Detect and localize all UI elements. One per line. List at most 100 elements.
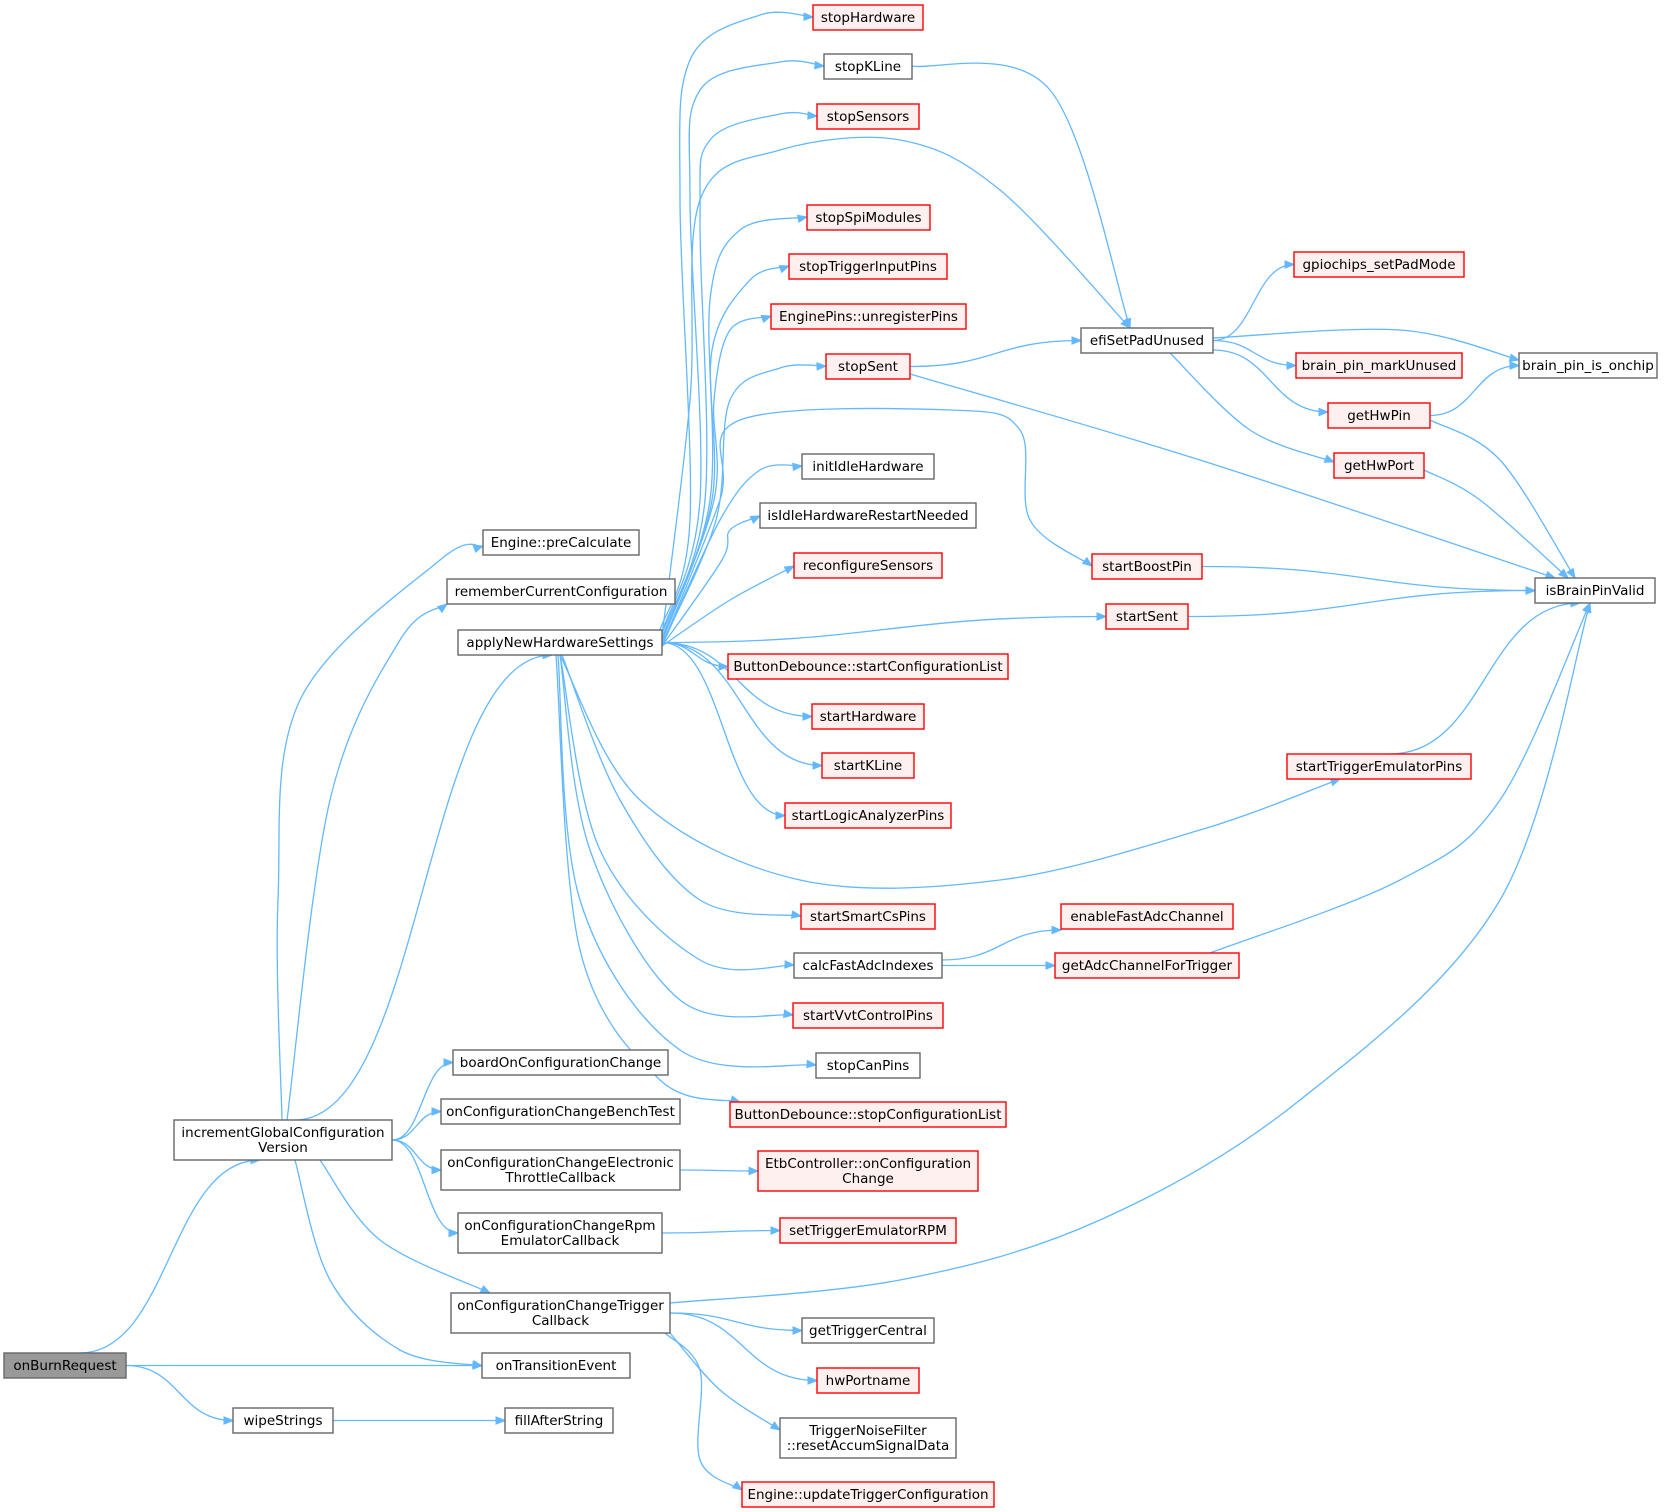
node-Engine_updateTriggerConfiguration[interactable]: Engine::updateTriggerConfiguration [741, 1481, 995, 1508]
node-box[interactable] [504, 1407, 614, 1434]
node-hwPortname[interactable]: hwPortname [816, 1367, 920, 1394]
node-box[interactable] [1060, 903, 1234, 930]
node-box[interactable] [1518, 352, 1658, 379]
node-startHardware[interactable]: startHardware [811, 703, 925, 730]
node-isIdleHardwareRestartNeeded[interactable]: isIdleHardwareRestartNeeded [759, 502, 977, 529]
node-stopCanPins[interactable]: stopCanPins [815, 1052, 921, 1079]
node-box[interactable] [812, 4, 924, 31]
node-box[interactable] [825, 353, 911, 380]
node-box[interactable] [821, 752, 915, 779]
node-initIdleHardware[interactable]: initIdleHardware [801, 453, 935, 480]
node-box[interactable] [446, 578, 676, 605]
node-wipeStrings[interactable]: wipeStrings [232, 1407, 334, 1434]
node-ButtonDebounce_startConfigurationList[interactable]: ButtonDebounce::startConfigurationList [727, 653, 1009, 680]
node-applyNewHardwareSettings[interactable]: applyNewHardwareSettings [457, 629, 663, 656]
node-box[interactable] [1295, 352, 1463, 379]
node-fillAfterString[interactable]: fillAfterString [504, 1407, 614, 1434]
node-box[interactable] [232, 1407, 334, 1434]
node-box[interactable] [779, 1417, 957, 1459]
node-box[interactable] [770, 303, 967, 330]
node-box[interactable] [741, 1481, 995, 1508]
node-enableFastAdcChannel[interactable]: enableFastAdcChannel [1060, 903, 1234, 930]
node-box[interactable] [793, 952, 943, 979]
node-box[interactable] [1534, 577, 1656, 604]
node-rememberCurrentConfiguration[interactable]: rememberCurrentConfiguration [446, 578, 676, 605]
node-getTriggerCentral[interactable]: getTriggerCentral [801, 1317, 935, 1344]
node-box[interactable] [450, 1292, 671, 1334]
node-EnginePins_unregisterPins[interactable]: EnginePins::unregisterPins [770, 303, 967, 330]
node-box[interactable] [823, 53, 913, 80]
node-box[interactable] [800, 903, 936, 930]
node-box[interactable] [811, 703, 925, 730]
node-stopSpiModules[interactable]: stopSpiModules [806, 204, 931, 231]
node-box[interactable] [779, 1217, 957, 1244]
node-startSent[interactable]: startSent [1105, 603, 1189, 630]
node-stopSensors[interactable]: stopSensors [816, 103, 920, 130]
node-startBoostPin[interactable]: startBoostPin [1091, 553, 1203, 580]
node-brain_pin_is_onchip[interactable]: brain_pin_is_onchip [1518, 352, 1658, 379]
node-EtbController_onConfigurationChange[interactable]: EtbController::onConfigurationChange [757, 1150, 979, 1192]
node-gpiochips_setPadMode[interactable]: gpiochips_setPadMode [1293, 251, 1465, 278]
node-onConfigurationChangeBenchTest[interactable]: onConfigurationChangeBenchTest [440, 1098, 681, 1125]
node-Engine_preCalculate[interactable]: Engine::preCalculate [482, 529, 640, 556]
node-calcFastAdcIndexes[interactable]: calcFastAdcIndexes [793, 952, 943, 979]
node-stopKLine[interactable]: stopKLine [823, 53, 913, 80]
node-TriggerNoiseFilter_resetAccumSignalData[interactable]: TriggerNoiseFilter::resetAccumSignalData [779, 1417, 957, 1459]
node-box[interactable] [1327, 402, 1431, 429]
node-setTriggerEmulatorRPM[interactable]: setTriggerEmulatorRPM [779, 1217, 957, 1244]
node-box[interactable] [1091, 553, 1203, 580]
node-onConfigurationChangeElectronicThrottleCallback[interactable]: onConfigurationChangeElectronicThrottleC… [440, 1149, 681, 1191]
node-box[interactable] [173, 1119, 393, 1161]
node-startSmartCsPins[interactable]: startSmartCsPins [800, 903, 936, 930]
node-box[interactable] [784, 802, 952, 829]
node-box[interactable] [1293, 251, 1465, 278]
node-box[interactable] [440, 1149, 681, 1191]
node-startVvtControlPins[interactable]: startVvtControlPins [792, 1002, 944, 1029]
node-box[interactable] [792, 1002, 944, 1029]
node-box[interactable] [1105, 603, 1189, 630]
node-getHwPin[interactable]: getHwPin [1327, 402, 1431, 429]
node-box[interactable] [759, 502, 977, 529]
node-reconfigureSensors[interactable]: reconfigureSensors [793, 552, 943, 579]
node-box[interactable] [815, 1052, 921, 1079]
node-startKLine[interactable]: startKLine [821, 752, 915, 779]
node-box[interactable] [729, 1101, 1007, 1128]
node-boardOnConfigurationChange[interactable]: boardOnConfigurationChange [452, 1049, 669, 1076]
node-box[interactable] [440, 1098, 681, 1125]
node-onBurnRequest[interactable]: onBurnRequest [3, 1352, 127, 1379]
node-getAdcChannelForTrigger[interactable]: getAdcChannelForTrigger [1054, 952, 1240, 979]
node-box[interactable] [3, 1352, 127, 1379]
node-isBrainPinValid[interactable]: isBrainPinValid [1534, 577, 1656, 604]
node-box[interactable] [482, 529, 640, 556]
node-box[interactable] [481, 1352, 631, 1379]
node-startTriggerEmulatorPins[interactable]: startTriggerEmulatorPins [1286, 753, 1472, 780]
node-box[interactable] [788, 253, 948, 280]
node-startLogicAnalyzerPins[interactable]: startLogicAnalyzerPins [784, 802, 952, 829]
node-box[interactable] [806, 204, 931, 231]
node-box[interactable] [801, 453, 935, 480]
node-box[interactable] [1286, 753, 1472, 780]
node-box[interactable] [457, 1212, 663, 1254]
node-box[interactable] [727, 653, 1009, 680]
node-box[interactable] [793, 552, 943, 579]
node-stopSent[interactable]: stopSent [825, 353, 911, 380]
node-stopTriggerInputPins[interactable]: stopTriggerInputPins [788, 253, 948, 280]
node-box[interactable] [816, 103, 920, 130]
node-stopHardware[interactable]: stopHardware [812, 4, 924, 31]
node-box[interactable] [457, 629, 663, 656]
node-ButtonDebounce_stopConfigurationList[interactable]: ButtonDebounce::stopConfigurationList [729, 1101, 1007, 1128]
node-box[interactable] [816, 1367, 920, 1394]
node-box[interactable] [1080, 327, 1214, 354]
node-box[interactable] [757, 1150, 979, 1192]
node-box[interactable] [1333, 452, 1425, 479]
node-brain_pin_markUnused[interactable]: brain_pin_markUnused [1295, 352, 1463, 379]
node-box[interactable] [452, 1049, 669, 1076]
node-onTransitionEvent[interactable]: onTransitionEvent [481, 1352, 631, 1379]
node-getHwPort[interactable]: getHwPort [1333, 452, 1425, 479]
node-box[interactable] [801, 1317, 935, 1344]
node-box[interactable] [1054, 952, 1240, 979]
node-efiSetPadUnused[interactable]: efiSetPadUnused [1080, 327, 1214, 354]
